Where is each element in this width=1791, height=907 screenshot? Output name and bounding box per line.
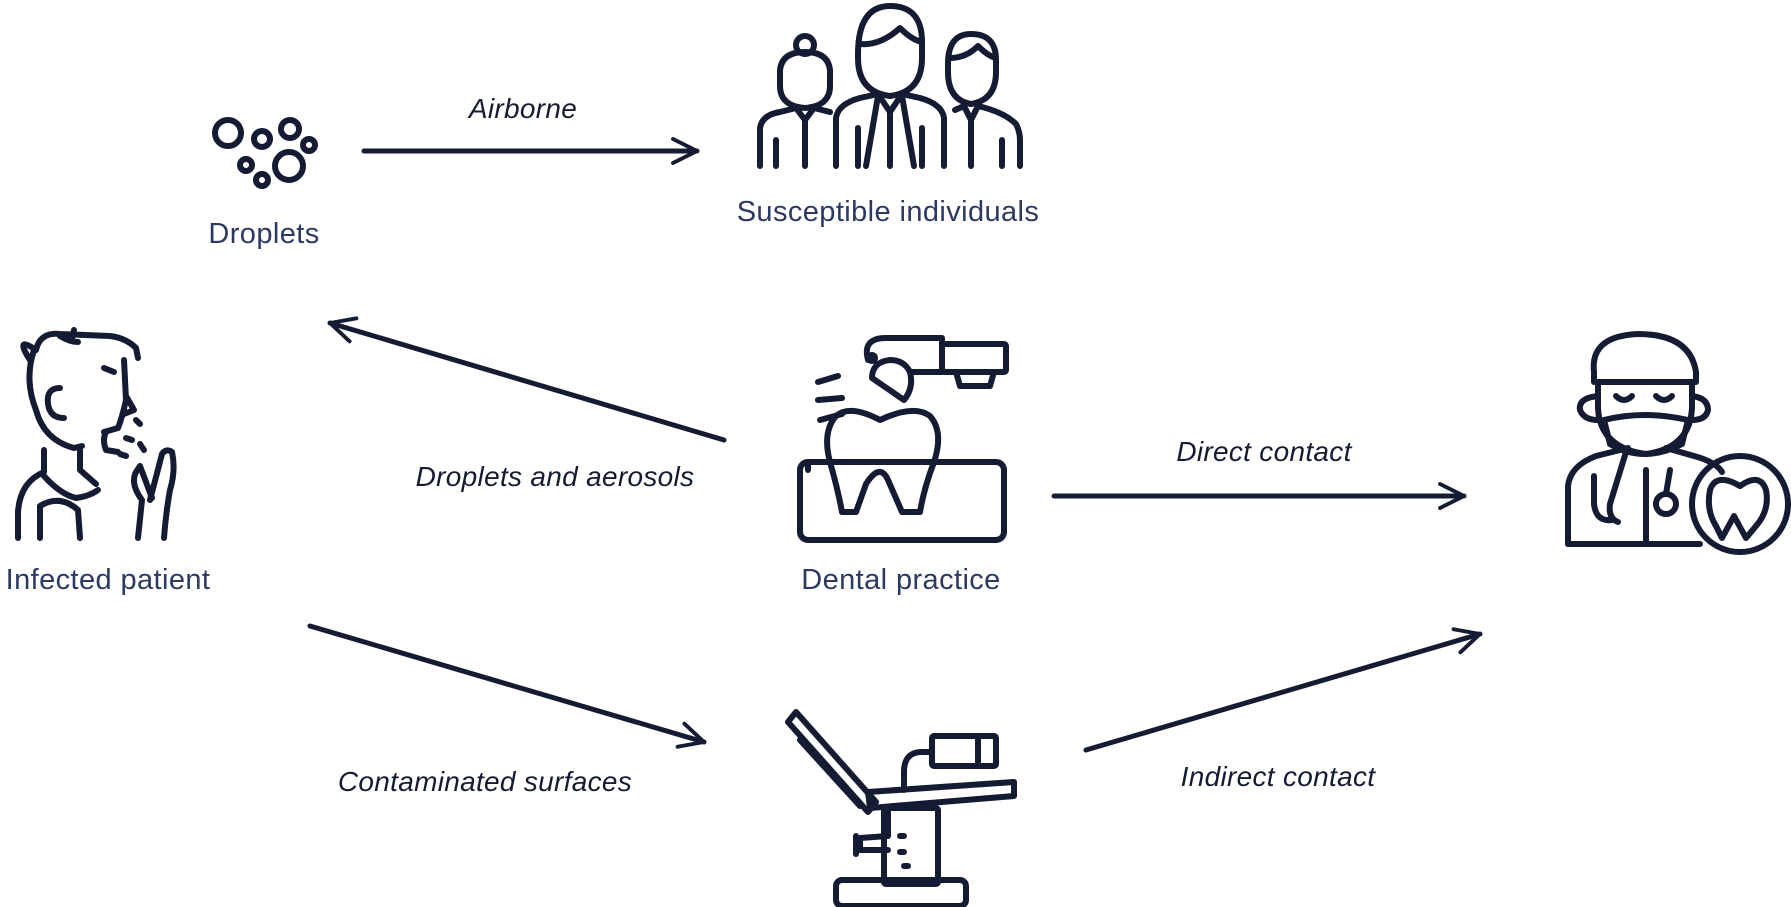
aerosols-arrow [327, 316, 727, 443]
droplets-label: Droplets [208, 218, 319, 250]
practice-node: Dental practice [797, 335, 1009, 596]
droplets-node: Droplets [208, 117, 319, 250]
aerosols-label: Droplets and aerosols [416, 461, 695, 492]
edge-aerosols: Droplets and aerosols [327, 316, 727, 492]
people-group-icon [757, 3, 1023, 169]
edge-airborne: Airborne [361, 93, 700, 165]
susceptible-node: Susceptible individuals [737, 3, 1040, 228]
indirect-arrow [1083, 627, 1483, 753]
coughing-person-icon [15, 327, 177, 541]
patient-node: Infected patient [6, 327, 211, 596]
direct-label: Direct contact [1176, 436, 1352, 467]
susceptible-label: Susceptible individuals [737, 196, 1040, 228]
droplets-icon [212, 117, 318, 189]
airborne-label: Airborne [467, 93, 577, 124]
surfaces-arrow [307, 623, 707, 749]
practice-label: Dental practice [801, 564, 1000, 596]
dentist-icon [1565, 331, 1791, 555]
edge-surfaces: Contaminated surfaces [307, 623, 707, 797]
edge-direct: Direct contact [1051, 436, 1467, 510]
surfaces-label: Contaminated surfaces [338, 766, 632, 797]
chair-node [785, 709, 1017, 907]
tooth-drill-icon [797, 335, 1009, 543]
dental-chair-icon [785, 709, 1017, 907]
dentist-node [1565, 331, 1791, 555]
edge-indirect: Indirect contact [1083, 627, 1483, 792]
indirect-label: Indirect contact [1181, 761, 1377, 792]
patient-label: Infected patient [6, 564, 211, 596]
